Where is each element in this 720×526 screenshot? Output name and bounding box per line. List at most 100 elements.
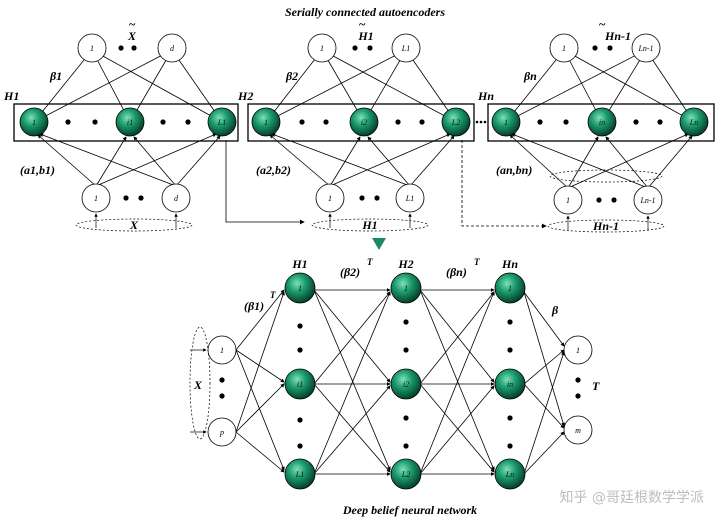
hidden-layer-box-n [487, 103, 715, 142]
input-node [315, 183, 345, 213]
ellipsis-dot [483, 120, 487, 124]
node-label: d [170, 44, 175, 53]
layer-label: H1 [3, 89, 19, 103]
node-label: L1 [217, 118, 226, 127]
ellipsis-dot [185, 119, 191, 125]
transpose-superscript: T [270, 290, 276, 300]
hidden-node [587, 107, 617, 137]
node-label: 1 [566, 196, 570, 205]
ellipsis-dot [575, 393, 581, 399]
dbn-output-node [563, 415, 593, 445]
tilde-mark: ~ [129, 17, 136, 31]
node-label: 1 [508, 284, 512, 293]
node-label: i2 [361, 118, 367, 127]
node-label: p [219, 428, 224, 437]
ellipsis-dot [297, 417, 303, 423]
ellipsis-dot [563, 119, 569, 125]
dbn-hidden-node [390, 272, 422, 304]
ellipsis-dot [592, 45, 598, 51]
output-node [157, 33, 187, 63]
node-label: L1 [295, 470, 304, 479]
node-label: Ln-1 [639, 196, 655, 205]
ellipsis-dot [297, 443, 303, 449]
ab-label: (a2,b2) [256, 163, 291, 177]
ellipsis-dot [596, 197, 602, 203]
node-label: 1 [404, 284, 408, 293]
dbn-col-label: Hn [501, 257, 518, 271]
node-label: L2 [451, 118, 460, 127]
ellipsis-dot [475, 120, 479, 124]
ellipsis-dot [403, 443, 409, 449]
output-label: Hn-1 [604, 29, 631, 43]
node-label: L2 [401, 470, 410, 479]
input-node [395, 183, 425, 213]
output-t-label: T [592, 379, 600, 393]
dbn-hidden-node [494, 458, 526, 490]
output-weight-label: β [551, 303, 559, 317]
dbn-hidden-node [284, 458, 316, 490]
watermark: 知乎 @哥廷根数学学派 [560, 489, 704, 506]
dbn-input-label: X [193, 378, 203, 392]
node-label: i1 [297, 380, 303, 389]
node-label: 1 [264, 118, 268, 127]
ellipsis-dot [479, 120, 483, 124]
dbn-output-node [563, 335, 593, 365]
deep-belief-network: X [189, 257, 600, 490]
hidden-node [19, 107, 49, 137]
ellipsis-dot [297, 347, 303, 353]
dbn-hidden-node [390, 368, 422, 400]
node-label: L1 [405, 194, 414, 203]
weight-label: (βn) [446, 265, 467, 279]
node-label: 1 [32, 118, 36, 127]
beta-label: β2 [285, 69, 298, 83]
dbn-hidden-node [494, 368, 526, 400]
beta-label: βn [523, 69, 537, 83]
input-node [553, 185, 583, 215]
ellipsis-dot [299, 119, 305, 125]
ellipsis-dot [419, 119, 425, 125]
ellipsis-dot [575, 377, 581, 383]
ellipsis-dot [92, 119, 98, 125]
bottom-title: Deep belief neural network [342, 503, 477, 517]
input-node [161, 183, 191, 213]
beta-label: β1 [49, 69, 62, 83]
dbn-hidden-node [284, 368, 316, 400]
dbn-input-ellipse [189, 326, 211, 440]
hidden-node [491, 107, 521, 137]
node-label: i2 [403, 380, 409, 389]
output-node [307, 33, 337, 63]
ellipsis-dot [352, 45, 358, 51]
transpose-superscript: T [367, 257, 373, 267]
node-label: in [507, 380, 513, 389]
dbn-col-label: H1 [291, 257, 307, 271]
node-label: 1 [576, 346, 580, 355]
hidden-node [251, 107, 281, 137]
node-label: d [174, 194, 179, 203]
connector-arrow-dashed [461, 140, 547, 229]
node-label: 1 [562, 44, 566, 53]
transpose-superscript: T [474, 257, 480, 267]
ab-label: (a1,b1) [20, 163, 55, 177]
autoencoder-n: 1 Ln-1 Hn-1 ~ βn 1 in Ln Hn (an,bn) 1 Ln… [477, 17, 715, 233]
output-label: H1 [357, 29, 373, 43]
dbn-hidden-node [284, 272, 316, 304]
ab-label: (an,bn) [496, 163, 532, 177]
ellipsis-dot [507, 443, 513, 449]
input-ellipse [311, 218, 429, 232]
dbn-hidden-node [494, 272, 526, 304]
ellipsis-dot [65, 119, 71, 125]
autoencoder-2: 1 L1 H1 ~ β2 1 i2 L2 H2 (a2,b2) 1 L1 H1 [237, 17, 475, 232]
output-node [549, 33, 579, 63]
ellipsis-dot [537, 119, 543, 125]
node-label: L1 [401, 44, 410, 53]
output-node [631, 33, 661, 63]
ellipsis-dot [507, 319, 513, 325]
dbn-input-node [207, 417, 237, 447]
input-ellipse [547, 219, 665, 233]
output-node [77, 33, 107, 63]
tilde-mark: ~ [359, 17, 366, 31]
input-label: Hn-1 [592, 219, 619, 233]
input-node [633, 185, 663, 215]
weight-label: (β1) [244, 299, 264, 313]
